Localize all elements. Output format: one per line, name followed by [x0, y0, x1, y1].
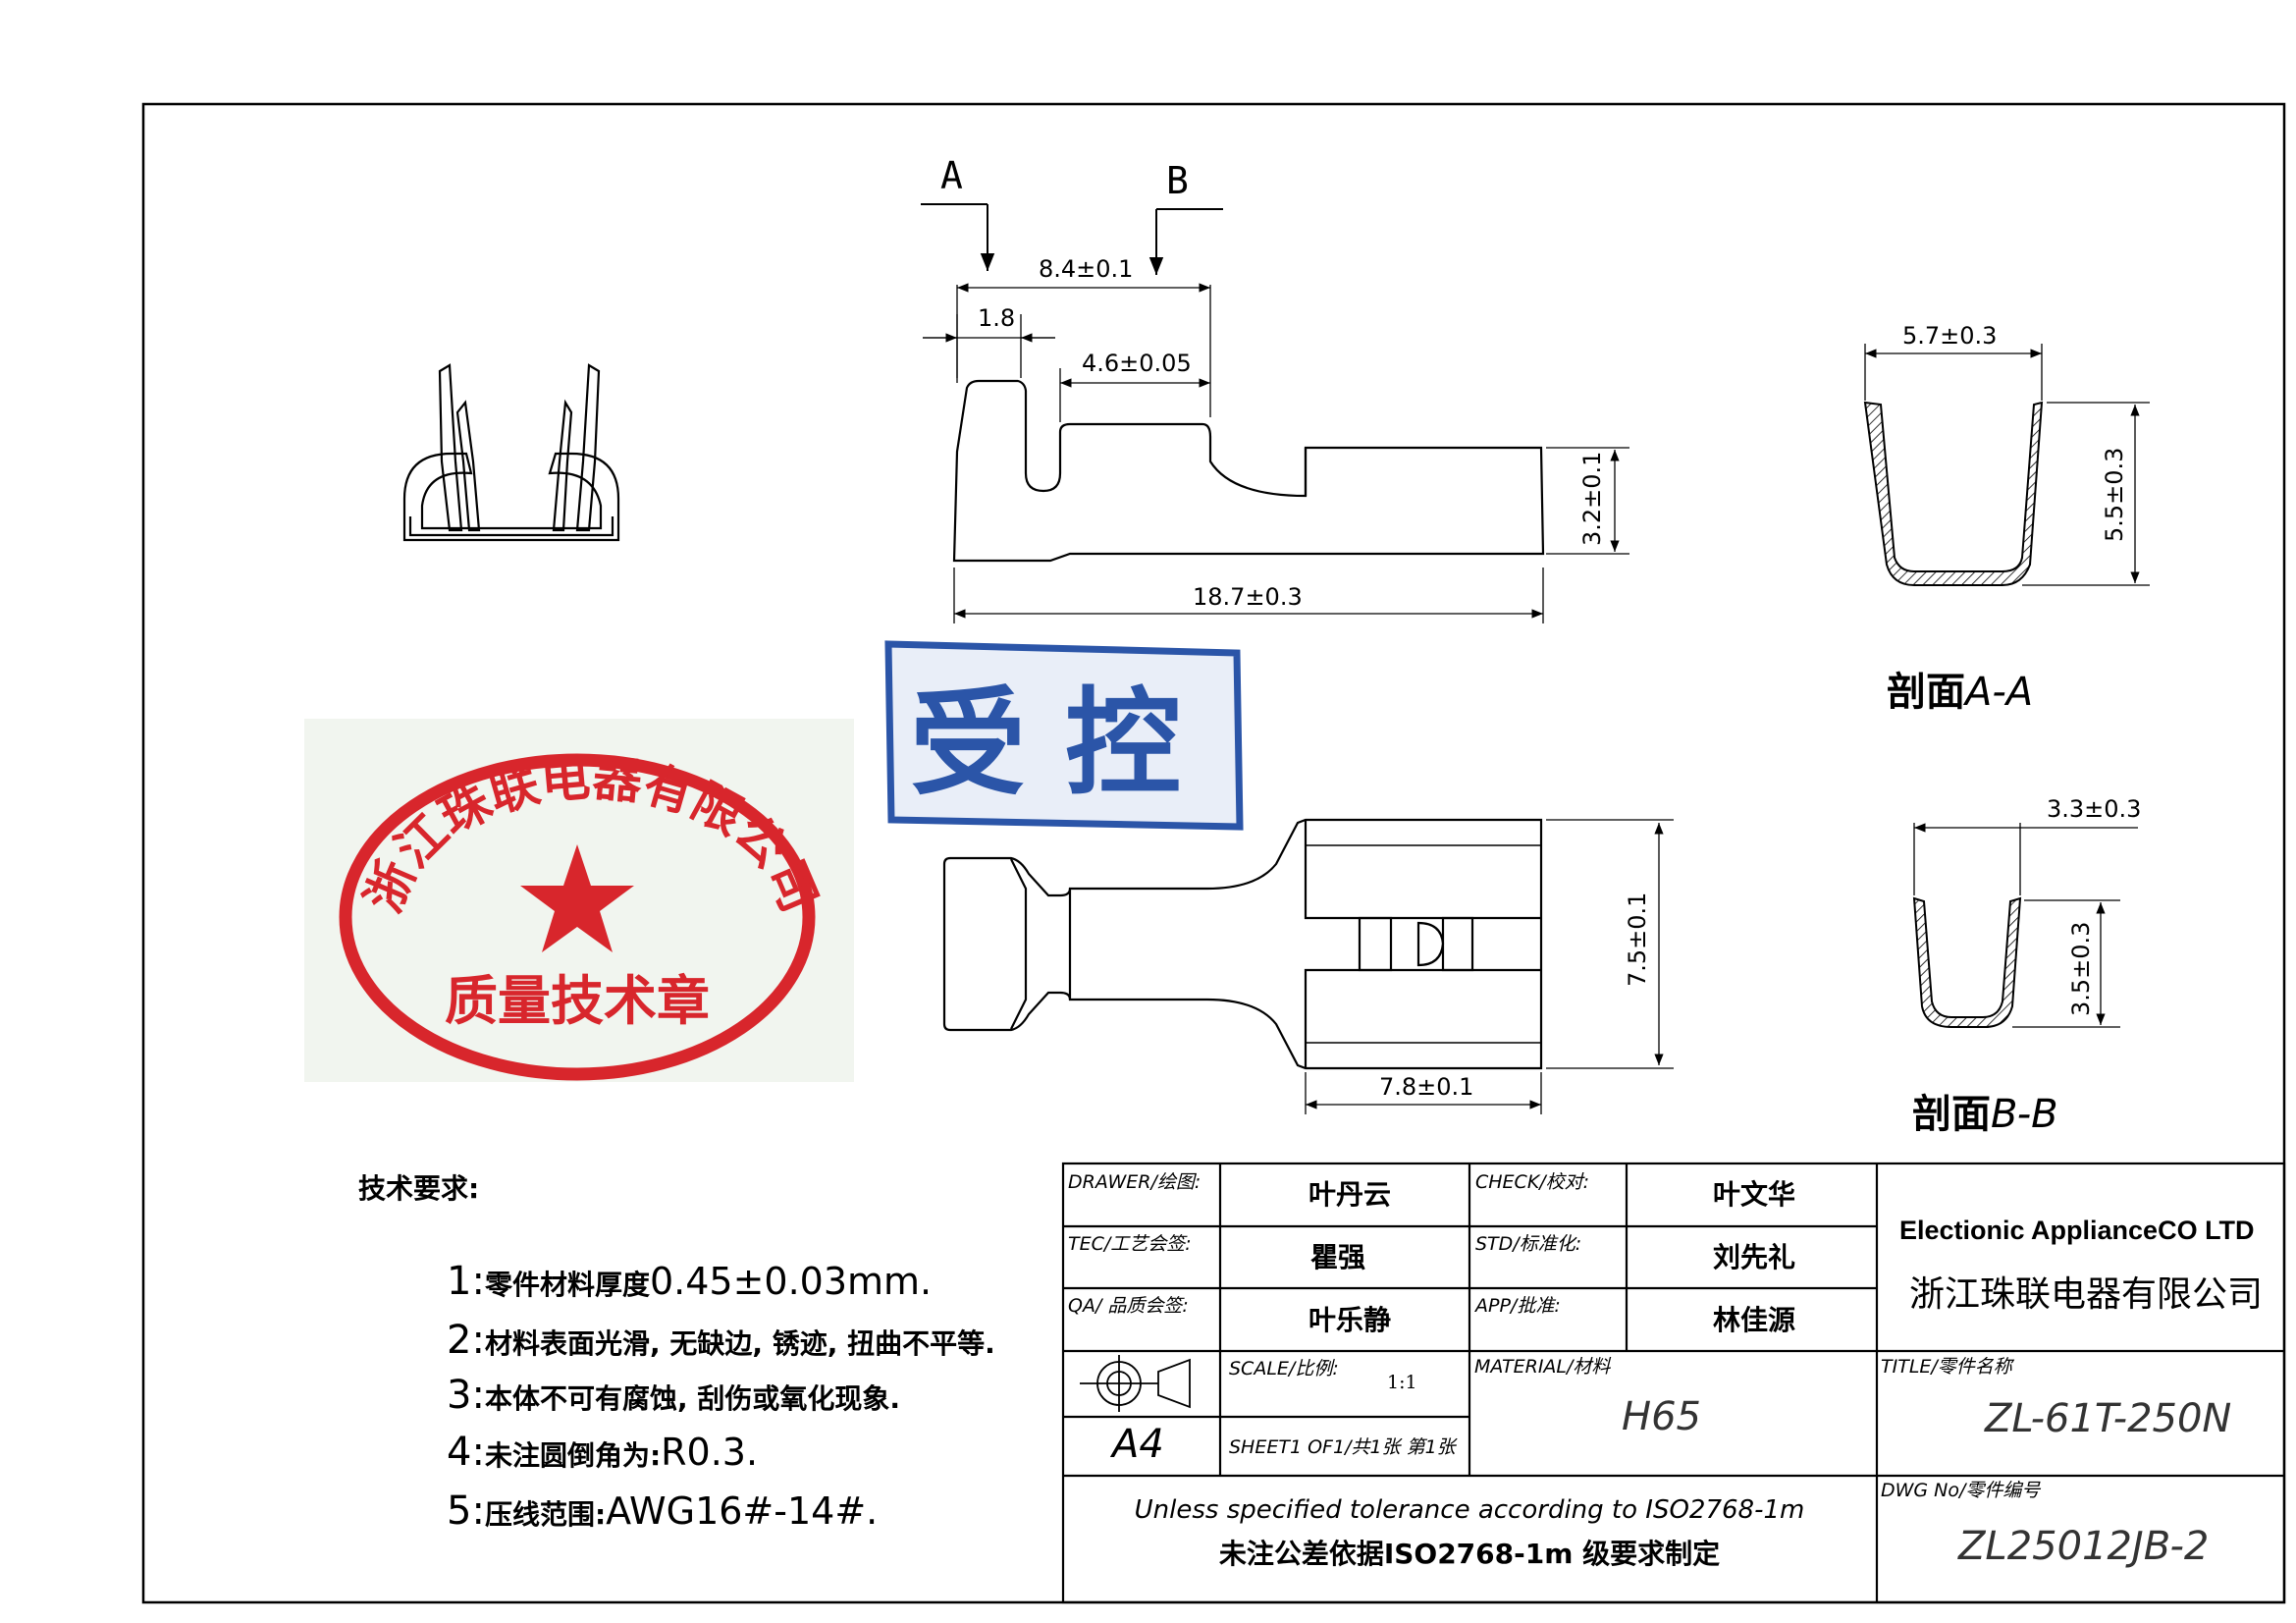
section-marker-b-label: B [1166, 159, 1189, 202]
title-block [1061, 1162, 2286, 1604]
dim-3-5: 3.5±0.3 [2067, 922, 2095, 1016]
section-bb [1912, 896, 2022, 1028]
tolerance-en: Unless specified tolerance according to … [1135, 1495, 1805, 1525]
dimension-lines-aa [1864, 344, 2150, 586]
qa-label: QA/ 品质会签: [1068, 1295, 1189, 1317]
check-label: CHECK/校对: [1475, 1171, 1589, 1193]
title-label: TITLE/零件名称 [1881, 1356, 2015, 1378]
drawer-value: 叶丹云 [1308, 1178, 1391, 1211]
projection-symbol-icon [1080, 1355, 1191, 1412]
dim-4-6: 4.6±0.05 [1082, 350, 1192, 377]
profile-view [952, 379, 1545, 563]
sheet-info: SHEET1 OF1/共1张 第1张 [1229, 1436, 1459, 1458]
seal-star-icon [520, 844, 634, 952]
quality-seal-center-text: 质量技术章 [445, 970, 710, 1032]
dim-18-7: 18.7±0.3 [1193, 583, 1303, 611]
dimension-lines-bb [1913, 823, 2138, 1028]
note-item-3: 3:本体不可有腐蚀, 刮伤或氧化现象. [447, 1373, 900, 1418]
std-label: STD/标准化: [1475, 1233, 1581, 1255]
controlled-stamp: 受控 [884, 640, 1244, 831]
paper-size: A4 [1109, 1422, 1164, 1467]
app-label: APP/批准: [1473, 1295, 1561, 1317]
section-aa [1863, 401, 2044, 586]
dim-5-5: 5.5±0.3 [2101, 448, 2128, 542]
scale-label: SCALE/比例: [1229, 1358, 1339, 1380]
dwg-label: DWG No/零件编号 [1881, 1480, 2041, 1501]
app-value: 林佳源 [1713, 1304, 1795, 1336]
technical-notes: 技术要求: 1:零件材料厚度0.45±0.03mm. 2:材料表面光滑, 无缺边… [358, 1172, 995, 1534]
dwg-number: ZL25012JB-2 [1957, 1524, 2209, 1569]
dim-7-8: 7.8±0.1 [1379, 1073, 1473, 1101]
tec-label: TEC/工艺会签: [1068, 1233, 1192, 1255]
company-name-en: Electionic ApplianceCO LTD [1899, 1216, 2255, 1245]
section-bb-title: 剖面B-B [1912, 1092, 2058, 1137]
dim-8-4: 8.4±0.1 [1039, 255, 1133, 283]
top-view [942, 818, 1543, 1070]
dimension-lines-top [1305, 819, 1674, 1114]
dimension-lines-profile [923, 283, 1629, 623]
tolerance-cn: 未注公差依据ISO2768-1m 级要求制定 [1219, 1538, 1720, 1570]
part-title: ZL-61T-250N [1984, 1396, 2231, 1441]
dim-3-3: 3.3±0.3 [2047, 795, 2141, 823]
material-label: MATERIAL/材料 [1474, 1356, 1611, 1378]
section-marker-a-label: A [940, 154, 963, 197]
scale-value: 1:1 [1387, 1372, 1417, 1393]
company-name-cn: 浙江珠联电器有限公司 [1909, 1274, 2263, 1315]
note-item-5: 5:压线范围:AWG16#-14#. [447, 1488, 878, 1534]
note-item-1: 1:零件材料厚度0.45±0.03mm. [447, 1259, 932, 1304]
quality-seal: 浙江珠联电器有限公司 质量技术章 [304, 719, 854, 1082]
section-marker-b [1148, 208, 1223, 275]
dim-5-7: 5.7±0.3 [1902, 322, 1997, 350]
section-aa-title: 剖面A-A [1887, 670, 2033, 715]
dim-3-2: 3.2±0.1 [1578, 452, 1606, 546]
dim-1-8: 1.8 [978, 304, 1015, 332]
controlled-stamp-text: 受控 [910, 676, 1220, 811]
section-marker-a [921, 203, 995, 271]
std-value: 刘先礼 [1713, 1241, 1795, 1273]
dim-7-5: 7.5±0.1 [1624, 893, 1651, 987]
notes-heading: 技术要求: [358, 1172, 479, 1205]
end-view [402, 363, 620, 542]
drawer-label: DRAWER/绘图: [1068, 1171, 1201, 1193]
note-item-4: 4:未注圆倒角为:R0.3. [447, 1430, 758, 1475]
qa-value: 叶乐静 [1308, 1304, 1391, 1336]
tec-value: 瞿强 [1310, 1241, 1365, 1273]
check-value: 叶文华 [1713, 1178, 1795, 1211]
note-item-2: 2:材料表面光滑, 无缺边, 锈迹, 扭曲不平等. [447, 1318, 995, 1363]
material-value: H65 [1622, 1394, 1701, 1439]
